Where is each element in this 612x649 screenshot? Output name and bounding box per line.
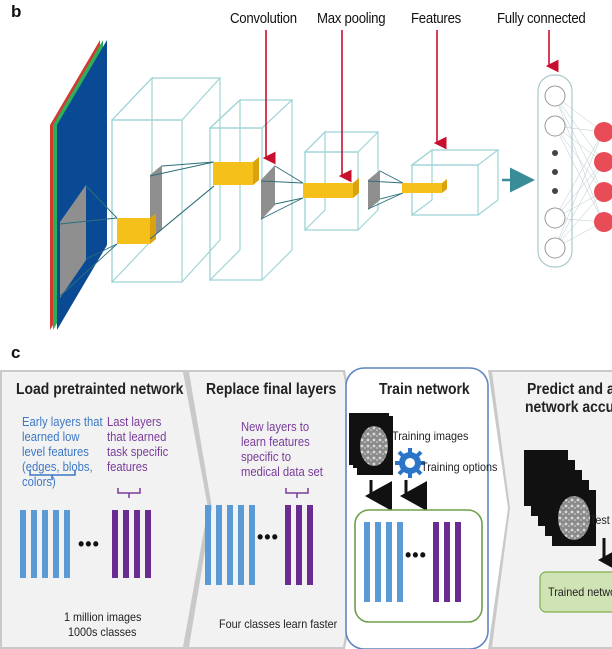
ellipsis-dots: ••• <box>257 527 279 547</box>
convolution-label: Convolution <box>230 10 297 27</box>
feature-map-4 <box>402 183 442 193</box>
feature-cube-1 <box>110 76 222 284</box>
test-images-stack <box>524 450 596 546</box>
stage-4-title-line1: Predict and asse <box>527 381 612 398</box>
caption-images: 1 million images <box>64 610 142 624</box>
feature-map-3 <box>303 183 353 198</box>
feature-cube-2 <box>208 98 294 282</box>
ellipsis-dots: ••• <box>78 534 100 554</box>
stage-1-title: Load pretrainted network <box>16 381 184 398</box>
trained-network-label: Trained network <box>548 585 612 599</box>
panel-b-letter: b <box>11 2 22 21</box>
caption-classes: 1000s classes <box>68 625 137 639</box>
panel-c-letter: c <box>11 343 21 362</box>
input-image-stack <box>50 40 107 330</box>
stage-3-title: Train network <box>379 381 470 398</box>
max-pooling-label: Max pooling <box>317 10 386 27</box>
new-layers-note: New layers to learn features specific to… <box>241 420 323 479</box>
replaced-layers <box>205 488 313 585</box>
gear-icon <box>395 448 425 478</box>
training-images-stack <box>349 413 393 475</box>
training-images-label: Training images <box>392 429 469 443</box>
fc-neurons <box>544 85 566 259</box>
fully-connected-label: Fully connected <box>497 10 586 27</box>
training-network-box <box>354 509 483 623</box>
test-images-label: Test i <box>590 513 612 527</box>
stage-4-title-line2: network accurac <box>525 399 612 416</box>
output-neurons <box>594 122 612 232</box>
cnn-architecture-diagram <box>50 30 612 330</box>
fully-connected-layer <box>537 74 573 268</box>
early-layers-note: Early layers that learned low level feat… <box>22 415 103 489</box>
feature-cube-4 <box>410 148 500 217</box>
feature-map-2 <box>213 162 253 185</box>
feature-map-1 <box>117 218 150 244</box>
stage-2-title: Replace final layers <box>206 381 337 398</box>
pretrained-layers <box>20 470 151 578</box>
training-layers <box>364 522 461 602</box>
workflow-chevrons <box>0 370 612 649</box>
caption-four-classes: Four classes learn faster <box>219 617 338 631</box>
ellipsis-dots: ••• <box>405 545 427 565</box>
features-label: Features <box>411 10 461 27</box>
last-layers-note: Last layers that learned task specific f… <box>107 415 169 474</box>
trained-network-box <box>539 571 612 613</box>
training-options-label: Training options <box>421 460 498 474</box>
